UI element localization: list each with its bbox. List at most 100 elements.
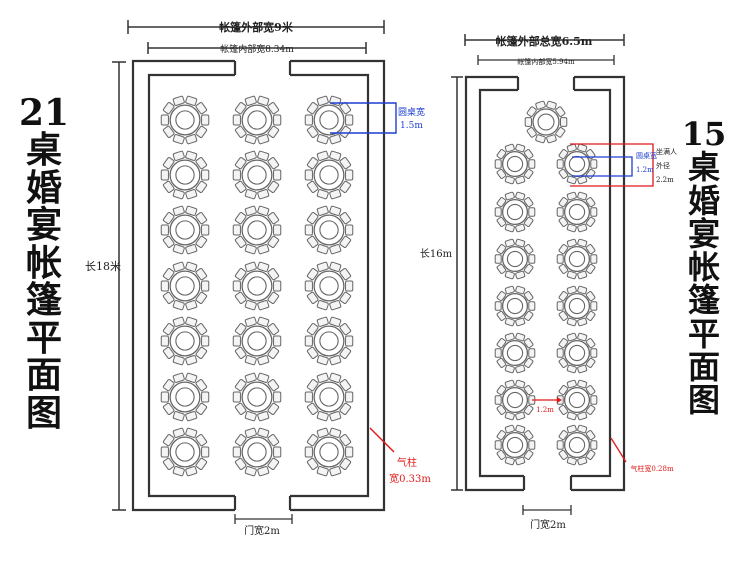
chair <box>558 385 569 396</box>
chair <box>515 223 526 233</box>
chair <box>232 114 241 126</box>
right-gap-arrow <box>557 397 562 403</box>
chair <box>566 424 577 434</box>
right-title-char: 桌 <box>687 148 720 187</box>
chair <box>577 411 588 421</box>
banquet-table <box>160 205 210 255</box>
right-seat-diameter-bracket <box>570 143 654 187</box>
chair <box>172 95 185 106</box>
chair <box>329 411 342 422</box>
chair <box>273 391 282 403</box>
banquet-table <box>160 427 210 477</box>
chair <box>345 446 354 458</box>
chair <box>195 125 208 138</box>
chair <box>201 280 210 292</box>
right-pillar-label: 气柱宽0.28m <box>630 464 674 473</box>
table-lazy-susan <box>175 387 195 407</box>
chair <box>504 238 515 248</box>
chair <box>345 224 354 236</box>
chair <box>577 191 588 201</box>
chair <box>172 355 185 366</box>
chair <box>234 434 247 447</box>
chair <box>316 134 329 145</box>
chair <box>195 212 208 225</box>
chair <box>195 346 208 359</box>
chair <box>566 285 577 295</box>
chair <box>185 189 198 200</box>
banquet-table <box>556 143 598 185</box>
chair <box>504 175 515 185</box>
chair <box>267 125 280 138</box>
chair <box>504 285 515 295</box>
left-table-width-value: 1.5m <box>400 121 423 131</box>
chair <box>496 168 507 179</box>
banquet-table <box>232 205 282 255</box>
chair <box>329 95 342 106</box>
left-title-char: 桌 <box>25 129 62 172</box>
right-door-label: 门宽2m <box>530 518 566 531</box>
chair <box>234 268 247 281</box>
chair <box>316 150 329 161</box>
table-lazy-susan <box>506 155 524 173</box>
right-table-width-label: 圆桌宽 <box>636 151 657 160</box>
chair <box>345 114 354 126</box>
chair <box>201 169 210 181</box>
chair <box>257 261 270 272</box>
left-wall-inner <box>290 73 370 498</box>
chair <box>504 317 515 327</box>
banquet-table <box>160 316 210 366</box>
chair <box>195 268 208 281</box>
chair <box>558 404 569 415</box>
chair <box>257 150 270 161</box>
chair <box>566 364 577 374</box>
table-lazy-susan <box>175 110 195 130</box>
chair <box>172 134 185 145</box>
banquet-table <box>160 95 210 145</box>
right-seat-label: 外径 <box>656 161 670 170</box>
chair <box>162 102 175 115</box>
left-title-char: 帐 <box>25 241 62 284</box>
table-lazy-susan <box>506 344 524 362</box>
chair <box>585 404 596 415</box>
chair <box>306 157 319 170</box>
chair <box>329 261 342 272</box>
chair <box>244 300 257 311</box>
chair <box>496 430 507 441</box>
chair <box>172 427 185 438</box>
chair <box>515 411 526 421</box>
chair <box>304 169 313 181</box>
banquet-table <box>494 238 536 280</box>
chair <box>185 300 198 311</box>
chair <box>232 169 241 181</box>
chair <box>496 197 507 208</box>
chair <box>172 466 185 477</box>
chair <box>558 244 569 255</box>
chair <box>566 332 577 342</box>
chair <box>162 434 175 447</box>
chair <box>577 364 588 374</box>
chair <box>162 346 175 359</box>
chair <box>566 456 577 466</box>
chair <box>244 244 257 255</box>
chair <box>172 372 185 383</box>
chair <box>244 134 257 145</box>
table-lazy-susan <box>568 250 586 268</box>
chair <box>494 207 502 217</box>
chair <box>496 357 507 368</box>
banquet-table <box>556 332 598 374</box>
left-length-label: 长18米 <box>85 260 121 273</box>
table-lazy-susan <box>175 442 195 462</box>
chair <box>306 291 319 304</box>
chair <box>267 157 280 170</box>
banquet-table <box>232 427 282 477</box>
chair <box>201 224 210 236</box>
chair <box>339 346 352 359</box>
chair <box>244 316 257 327</box>
chair <box>329 300 342 311</box>
chair <box>316 316 329 327</box>
chair <box>558 168 569 179</box>
chair <box>267 434 280 447</box>
chair <box>504 424 515 434</box>
chair <box>515 332 526 342</box>
table-lazy-susan <box>568 391 586 409</box>
